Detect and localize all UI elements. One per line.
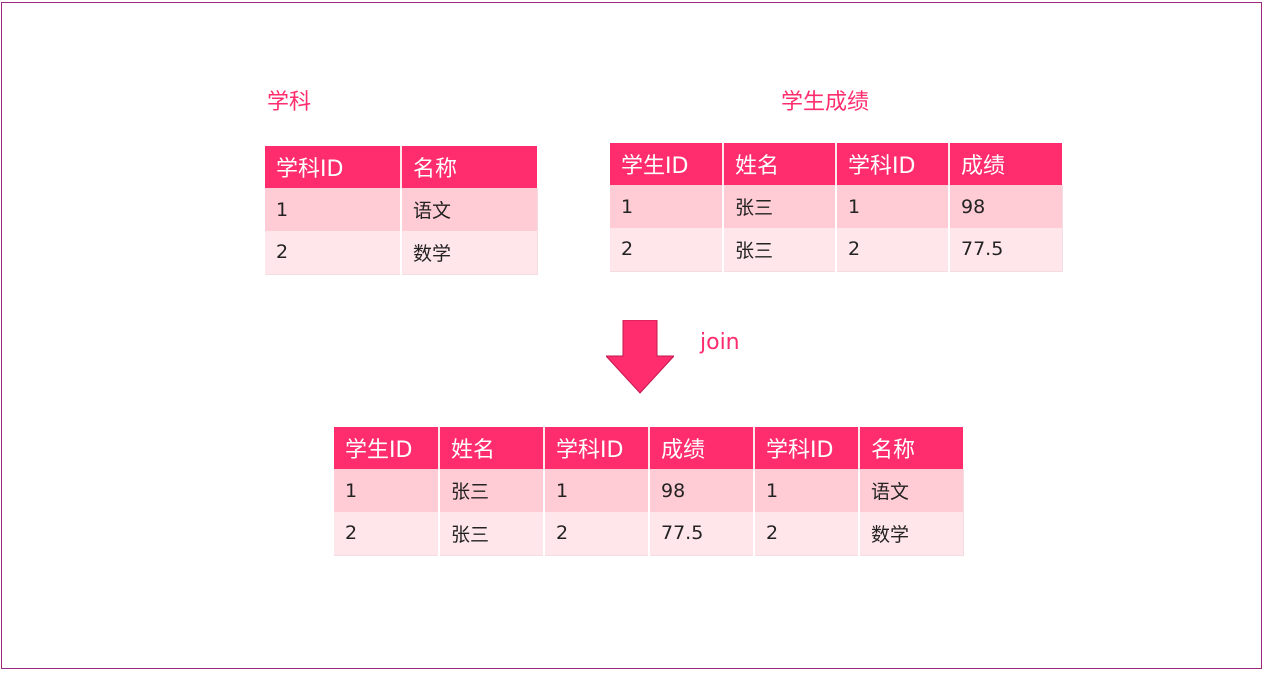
table-cell: 1 bbox=[334, 469, 440, 512]
table-header-row: 学生ID 姓名 学科ID 成绩 bbox=[610, 143, 1062, 185]
table-cell: 2 bbox=[544, 512, 650, 556]
table-cell: 98 bbox=[949, 185, 1063, 228]
table-cell: 2 bbox=[610, 228, 724, 272]
column-header-subject-id: 学科ID bbox=[265, 146, 402, 188]
table-cell: 数学 bbox=[401, 231, 538, 275]
column-header-subject-id: 学科ID bbox=[544, 427, 650, 469]
table-cell: 张三 bbox=[439, 512, 545, 556]
column-header-score: 成绩 bbox=[649, 427, 755, 469]
column-header-student-name: 姓名 bbox=[723, 143, 837, 185]
table-cell: 张三 bbox=[723, 185, 837, 228]
table-cell: 张三 bbox=[439, 469, 545, 512]
column-header-name: 名称 bbox=[401, 146, 537, 188]
join-label: join bbox=[700, 330, 740, 355]
table-cell: 1 bbox=[754, 469, 860, 512]
table-cell: 2 bbox=[334, 512, 440, 556]
table-cell: 1 bbox=[265, 188, 402, 231]
joined-table: 学生ID 姓名 学科ID 成绩 学科ID 名称 1 张三 1 98 1 语文 2… bbox=[334, 427, 964, 556]
table-row: 1 张三 1 98 bbox=[610, 185, 1063, 228]
table-header-row: 学科ID 名称 bbox=[265, 146, 537, 188]
column-header-student-id: 学生ID bbox=[334, 427, 440, 469]
table-cell: 张三 bbox=[723, 228, 837, 272]
column-header-score: 成绩 bbox=[949, 143, 1062, 185]
column-header-student-id: 学生ID bbox=[610, 143, 724, 185]
table-cell: 语文 bbox=[401, 188, 538, 231]
join-down-arrow-icon bbox=[606, 320, 674, 394]
table-cell: 1 bbox=[610, 185, 724, 228]
table-row: 2 数学 bbox=[265, 231, 538, 275]
table-cell: 98 bbox=[649, 469, 755, 512]
column-header-student-name: 姓名 bbox=[439, 427, 545, 469]
table-cell: 2 bbox=[836, 228, 950, 272]
table-cell: 1 bbox=[544, 469, 650, 512]
subject-table-caption: 学科 bbox=[267, 90, 312, 115]
table-row: 2 张三 2 77.5 2 数学 bbox=[334, 512, 964, 556]
table-cell: 数学 bbox=[859, 512, 964, 556]
score-table-caption: 学生成绩 bbox=[781, 90, 870, 115]
table-cell: 77.5 bbox=[649, 512, 755, 556]
table-cell: 2 bbox=[265, 231, 402, 275]
score-table: 学生ID 姓名 学科ID 成绩 1 张三 1 98 2 张三 2 77.5 bbox=[610, 143, 1063, 272]
table-row: 2 张三 2 77.5 bbox=[610, 228, 1063, 272]
table-row: 1 张三 1 98 1 语文 bbox=[334, 469, 964, 512]
table-cell: 语文 bbox=[859, 469, 964, 512]
subject-table: 学科ID 名称 1 语文 2 数学 bbox=[265, 146, 538, 275]
table-row: 1 语文 bbox=[265, 188, 538, 231]
table-cell: 2 bbox=[754, 512, 860, 556]
column-header-subject-id-joined: 学科ID bbox=[754, 427, 860, 469]
table-cell: 1 bbox=[836, 185, 950, 228]
column-header-name: 名称 bbox=[859, 427, 963, 469]
table-header-row: 学生ID 姓名 学科ID 成绩 学科ID 名称 bbox=[334, 427, 963, 469]
table-cell: 77.5 bbox=[949, 228, 1063, 272]
column-header-subject-id: 学科ID bbox=[836, 143, 950, 185]
